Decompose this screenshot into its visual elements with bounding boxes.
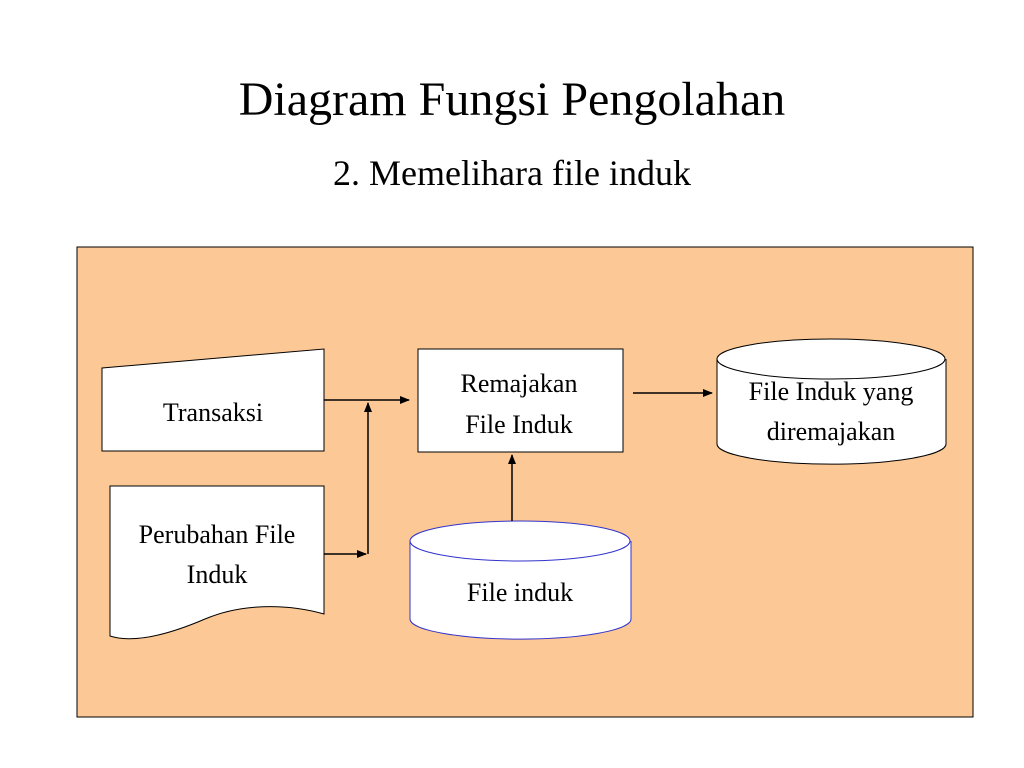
node-diremajakan-label-line2: diremajakan — [767, 417, 896, 446]
node-perubahan-file-induk: Perubahan File Induk — [109, 485, 325, 640]
node-perubahan-label-line1: Perubahan File — [139, 520, 296, 549]
node-file-induk-diremajakan: File Induk yang diremajakan — [716, 338, 947, 465]
node-diremajakan-label-line1: File Induk yang — [749, 377, 914, 406]
node-file-induk-label: File induk — [467, 578, 573, 607]
slide-subtitle: 2. Memelihara file induk — [333, 153, 691, 193]
disk-storage-shape — [409, 541, 632, 640]
node-file-induk: File induk — [409, 520, 632, 640]
node-remajakan-label-line1: Remajakan — [461, 369, 578, 398]
node-remajakan-file-induk: Remajakan File Induk — [417, 348, 624, 453]
slide-title: Diagram Fungsi Pengolahan — [238, 73, 786, 126]
node-transaksi-label: Transaksi — [163, 398, 263, 427]
disk-storage-shape — [716, 359, 947, 465]
disk-storage-top — [716, 338, 946, 380]
diagram-panel — [76, 246, 974, 718]
process-shape — [417, 348, 624, 453]
node-perubahan-label-line2: Induk — [187, 560, 248, 589]
disk-storage-top — [409, 520, 631, 562]
node-transaksi: Transaksi — [101, 348, 325, 452]
node-remajakan-label-line2: File Induk — [465, 410, 573, 439]
manual-input-shape — [101, 348, 325, 452]
document-shape — [109, 485, 325, 640]
